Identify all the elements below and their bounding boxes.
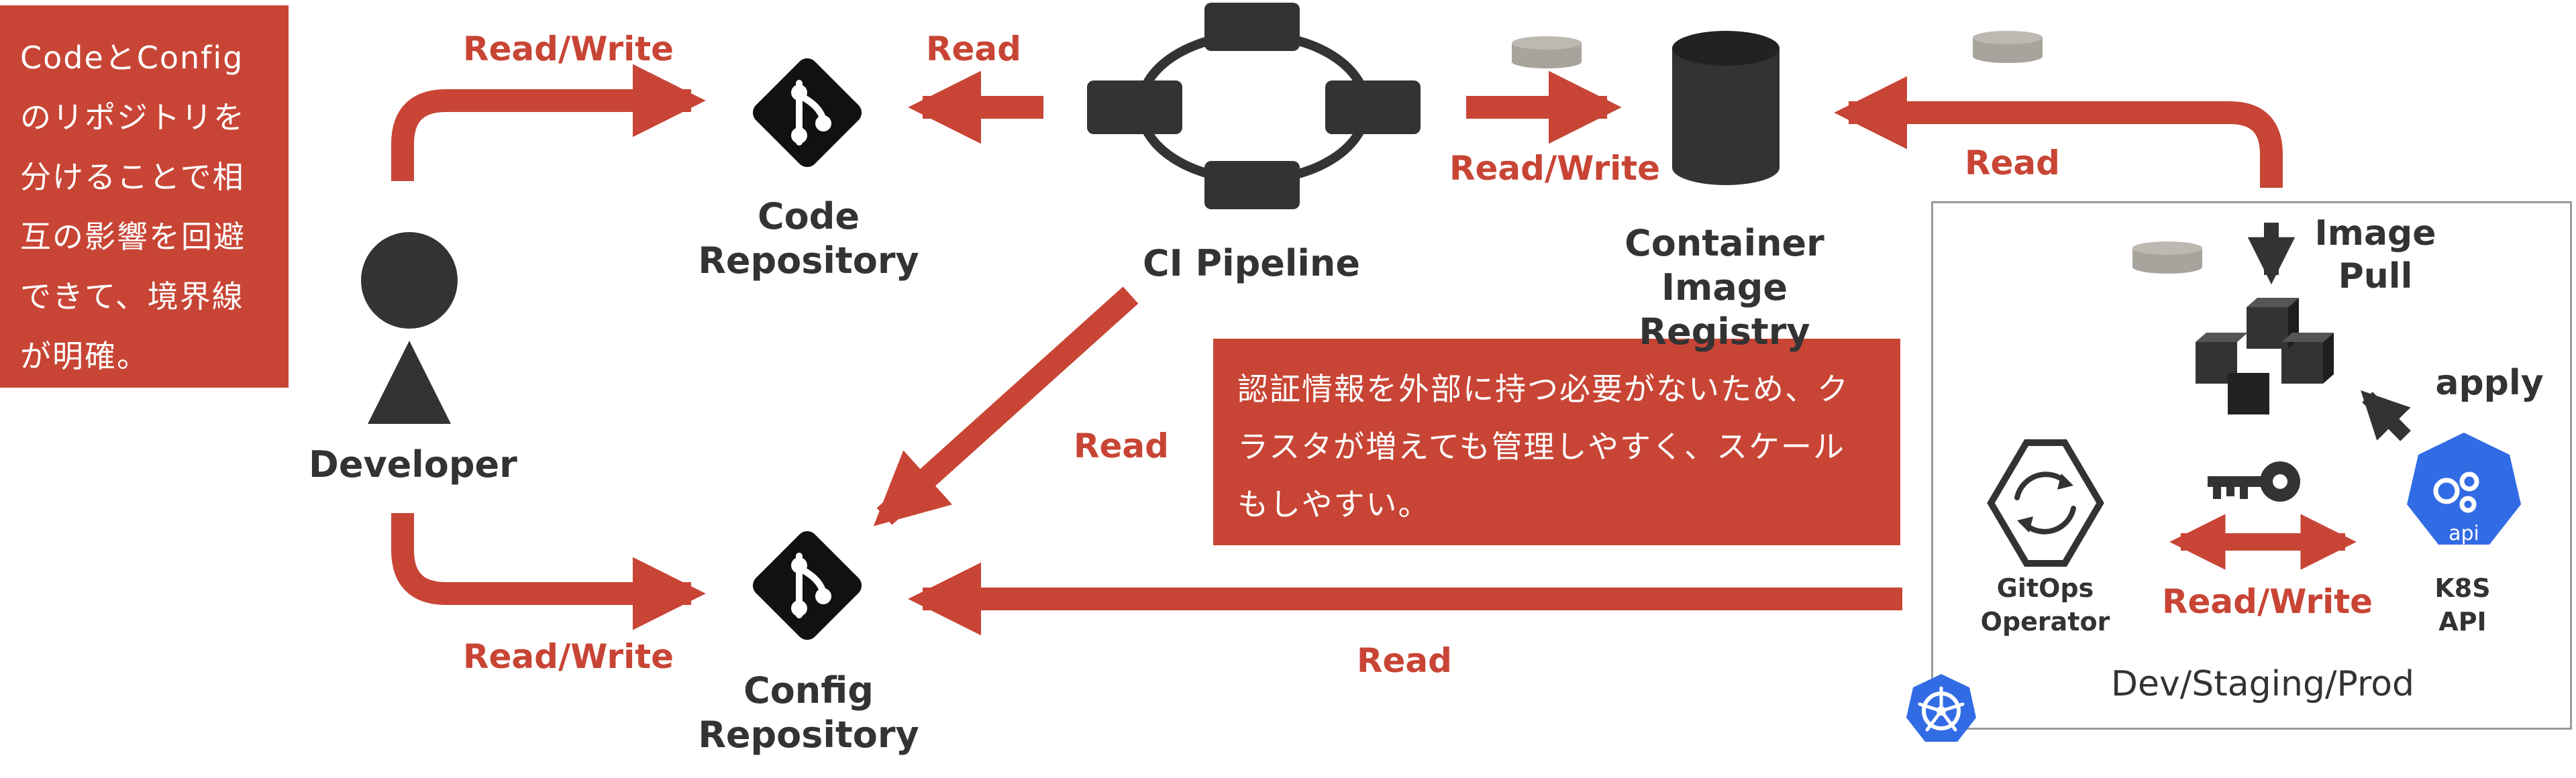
image-cylinder-icon — [1973, 31, 2043, 63]
config-repository-label-line: Repository — [698, 714, 919, 756]
k8s-api-label: K8S API — [2409, 571, 2516, 638]
image-pull-label: Image Pull — [2308, 212, 2442, 298]
config-repository-label-line: Config — [743, 669, 874, 712]
middle-note-line: もしやすい。 — [1237, 486, 1431, 522]
edge-label-ci-to-registry: Read/Write — [1449, 149, 1661, 188]
edge-label-ci-to-code: Read — [926, 30, 1021, 68]
k8s-api-badge: api — [2449, 522, 2479, 545]
code-repository-label-line: Repository — [698, 239, 919, 282]
left-note-line: が明確。 — [20, 338, 149, 374]
image-pull-label-line: Image — [2314, 213, 2436, 254]
left-note-line: CodeとConfig — [20, 40, 244, 76]
developer-icon — [361, 232, 458, 424]
container-registry-label-line: Container Image — [1625, 222, 1824, 309]
cluster-label: Dev/Staging/Prod — [2110, 664, 2415, 704]
config-repository-label: Config Repository — [678, 669, 939, 757]
key-icon — [2208, 461, 2300, 502]
config-repo-git-icon — [752, 531, 862, 641]
image-cylinder-icon — [1512, 36, 1582, 68]
middle-note-callout: 認証情報を外部に持つ必要がないため、ク ラスタが増えても管理しやすく、スケール … — [1213, 339, 1900, 545]
ci-pipeline-label: CI Pipeline — [1143, 242, 1360, 284]
cubes-icon — [2196, 298, 2334, 414]
ci-pipeline-icon — [1087, 3, 1421, 209]
arrow-dev-to-code — [391, 64, 706, 181]
edge-label-ci-to-config: Read — [1074, 427, 1169, 465]
edge-label-operator-to-api: Read/Write — [2162, 582, 2373, 621]
image-cylinder-icon — [2132, 241, 2202, 274]
gitops-operator-label: GitOps Operator — [1958, 571, 2132, 638]
apply-label: apply — [2435, 363, 2544, 403]
left-note-line: 分けることで相 — [20, 159, 245, 195]
apply-arrow-icon — [2361, 390, 2411, 441]
k8s-api-icon — [2407, 433, 2521, 545]
middle-note-line: 認証情報を外部に持つ必要がないため、ク — [1237, 371, 1849, 407]
edge-label-dev-to-config: Read/Write — [463, 637, 674, 676]
gitops-operator-label-line: Operator — [1980, 607, 2110, 636]
code-repo-git-icon — [752, 58, 862, 168]
left-note-callout: CodeとConfig のリポジトリを 分けることで相 互の影響を回避 できて、… — [0, 5, 289, 388]
kubernetes-logo-icon — [1906, 674, 1976, 742]
container-registry-label: Container Image Registry — [1557, 221, 1892, 354]
container-registry-label-line: Registry — [1639, 311, 1810, 353]
gitops-operator-label-line: GitOps — [1996, 573, 2094, 603]
code-repository-label: Code Repository — [678, 194, 939, 283]
edge-label-dev-to-code: Read/Write — [463, 30, 674, 68]
code-repository-label-line: Code — [757, 195, 860, 237]
k8s-api-label-line: K8S — [2434, 573, 2491, 603]
middle-note-line: ラスタが増えても管理しやすく、スケール — [1237, 429, 1846, 465]
left-note-line: のリポジトリを — [20, 99, 246, 135]
left-note-line: 互の影響を回避 — [20, 219, 246, 255]
developer-label: Developer — [309, 443, 517, 486]
arrow-ci-to-config — [873, 286, 1139, 526]
container-registry-icon — [1672, 31, 1780, 185]
edge-label-cluster-to-registry: Read — [1965, 144, 2060, 182]
edge-label-cluster-to-config: Read — [1357, 641, 1452, 680]
arrow-cluster-to-registry — [1834, 76, 2283, 188]
left-note-line: できて、境界線 — [20, 278, 244, 315]
k8s-api-label-line: API — [2438, 607, 2487, 636]
image-pull-label-line: Pull — [2338, 256, 2413, 296]
gitops-operator-icon — [1987, 439, 2104, 567]
arrow-dev-to-config — [391, 513, 706, 630]
